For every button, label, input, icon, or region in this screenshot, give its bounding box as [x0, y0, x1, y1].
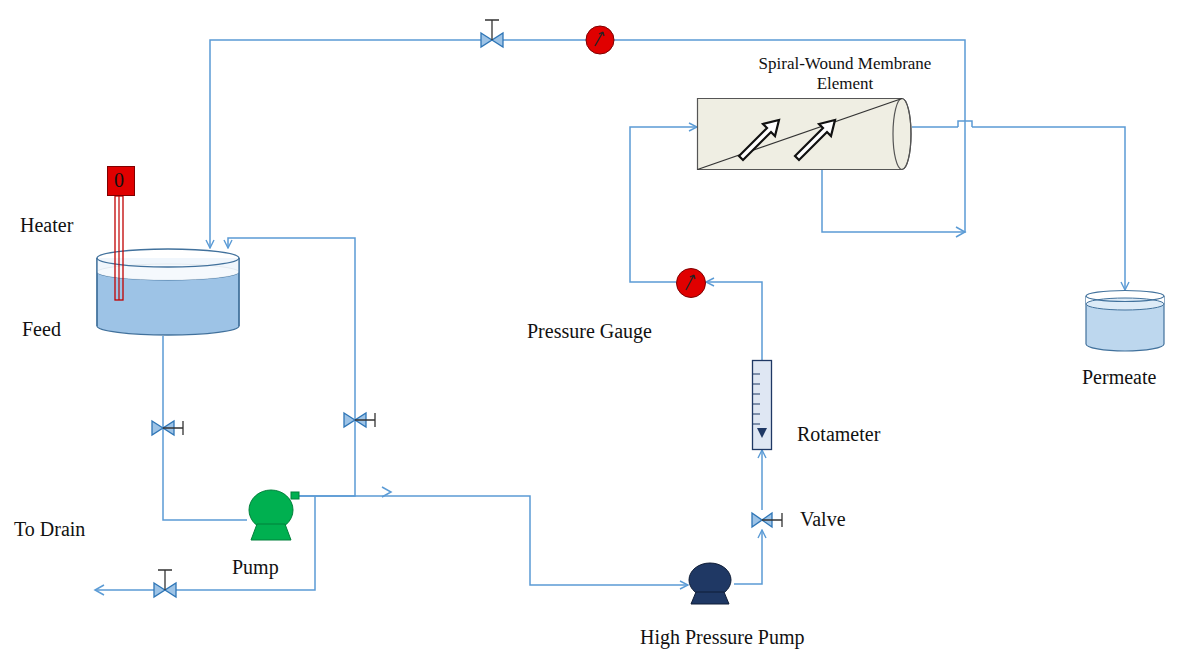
line-crossing — [958, 121, 972, 133]
equipment-label: Valve — [800, 508, 846, 531]
equipment-label: Pump — [232, 556, 279, 579]
pipe-connector — [630, 127, 697, 282]
flow-arrow — [956, 227, 965, 237]
equipment-label: Spiral-Wound Membrane Element — [757, 54, 933, 93]
equipment-label: Permeate — [1082, 366, 1156, 389]
equipment-label: Feed — [22, 318, 61, 341]
pump-symbol: Pump — [247, 488, 299, 540]
valve-symbol — [152, 421, 183, 435]
drain-label: To Drain — [14, 518, 85, 541]
pressure-gauge: Pressure Gauge — [676, 268, 706, 298]
flow-arrow — [382, 487, 391, 497]
feed-tank-outline — [96, 248, 240, 336]
feed-tank: Feed — [96, 248, 240, 336]
membrane-element: Spiral-Wound Membrane Element — [697, 98, 912, 170]
pipe-connector — [228, 238, 355, 496]
permeate-beaker-outline — [1085, 290, 1165, 352]
equipment-label: High Pressure Pump — [640, 626, 804, 649]
rotameter-outline — [752, 360, 772, 450]
pipe-connector — [734, 530, 762, 584]
membrane-element-outline — [697, 98, 912, 170]
equipment-label: Rotameter — [797, 423, 880, 446]
valve-symbol: Valve — [752, 510, 772, 530]
pump-symbol-outline — [247, 488, 299, 540]
pipe-connector — [210, 40, 965, 248]
high-pressure-pump-symbol: High Pressure Pump — [688, 562, 734, 604]
pipe-connector — [163, 336, 247, 520]
high-pressure-pump-symbol-outline — [688, 562, 734, 604]
pipe-connector — [761, 450, 763, 510]
pipe-connector — [912, 127, 1125, 290]
pipe-connector — [299, 496, 688, 585]
permeate-beaker: Permeate — [1085, 290, 1165, 352]
equipment-label: Heater — [20, 214, 73, 237]
valve-symbol — [154, 570, 176, 597]
rotameter: Rotameter — [752, 360, 772, 450]
equipment-label: Pressure Gauge — [527, 320, 652, 343]
valve-symbol-outline — [752, 510, 772, 530]
pressure-gauge-outline — [676, 268, 706, 298]
valve-symbol — [344, 413, 375, 427]
pipe-connector — [706, 282, 762, 360]
heater-display-value: 0 — [114, 169, 124, 192]
pressure-gauge-symbol — [586, 26, 614, 54]
valve-symbol — [481, 20, 503, 47]
